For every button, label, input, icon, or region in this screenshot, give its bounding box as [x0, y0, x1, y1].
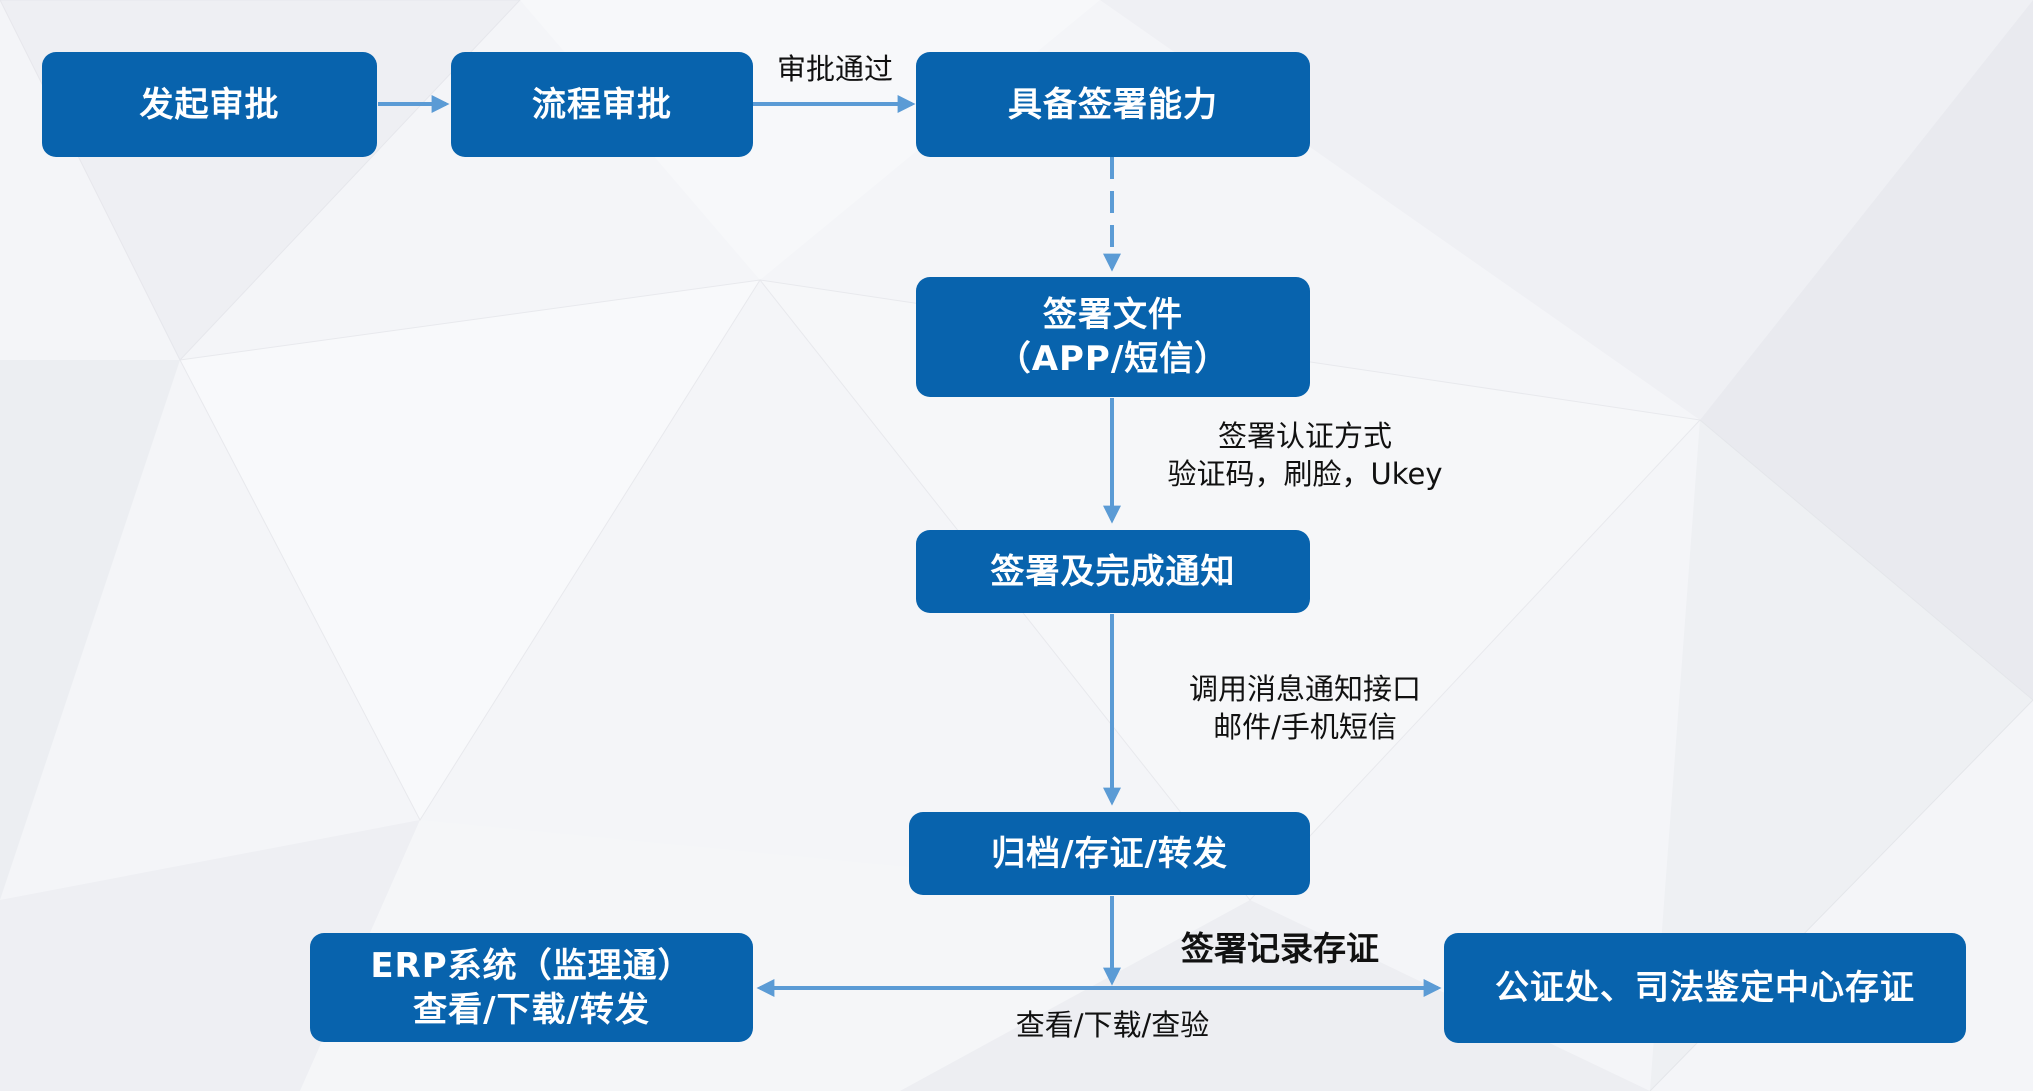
label-notify-api-line1: 调用消息通知接口 [1188, 672, 1421, 706]
node-sign-notify-label: 签署及完成通知 [990, 551, 1236, 592]
node-start-approval: 发起审批 [42, 52, 377, 157]
node-sign-document: 签署文件 （APP/短信） [916, 277, 1310, 397]
node-erp-system: ERP系统（监理通） 查看/下载/转发 [310, 933, 753, 1042]
label-record-evidence: 签署记录存证 [1155, 930, 1405, 968]
label-auth-methods-line1: 签署认证方式 [1217, 419, 1392, 453]
node-archive-label: 归档/存证/转发 [991, 833, 1228, 874]
node-archive: 归档/存证/转发 [909, 812, 1310, 895]
node-erp-system-line2: 查看/下载/转发 [413, 989, 650, 1030]
label-notify-api: 调用消息通知接口 邮件/手机短信 [1160, 670, 1450, 746]
node-sign-document-line1: 签署文件 [1043, 295, 1183, 335]
node-erp-system-line1: ERP系统（监理通） [370, 945, 693, 986]
node-notary: 公证处、司法鉴定中心存证 [1444, 933, 1966, 1043]
node-sign-notify: 签署及完成通知 [916, 530, 1310, 613]
label-approved: 审批通过 [760, 50, 910, 88]
label-view-download-verify: 查看/下载/查验 [985, 1006, 1240, 1044]
node-start-approval-label: 发起审批 [139, 84, 280, 125]
node-notary-label: 公证处、司法鉴定中心存证 [1495, 968, 1915, 1008]
label-record-evidence-text: 签署记录存证 [1181, 929, 1379, 968]
label-view-download-verify-text: 查看/下载/查验 [1015, 1008, 1210, 1042]
node-sign-document-line2: （APP/短信） [996, 339, 1230, 379]
node-signing-capability: 具备签署能力 [916, 52, 1310, 157]
label-auth-methods-line2: 验证码，刷脸，Ukey [1167, 457, 1443, 491]
label-approved-text: 审批通过 [776, 52, 893, 86]
node-flow-approval-label: 流程审批 [532, 84, 672, 125]
label-auth-methods: 签署认证方式 验证码，刷脸，Ukey [1135, 417, 1475, 493]
node-signing-capability-label: 具备签署能力 [1008, 84, 1218, 125]
label-notify-api-line2: 邮件/手机短信 [1213, 710, 1397, 744]
node-flow-approval: 流程审批 [451, 52, 753, 157]
